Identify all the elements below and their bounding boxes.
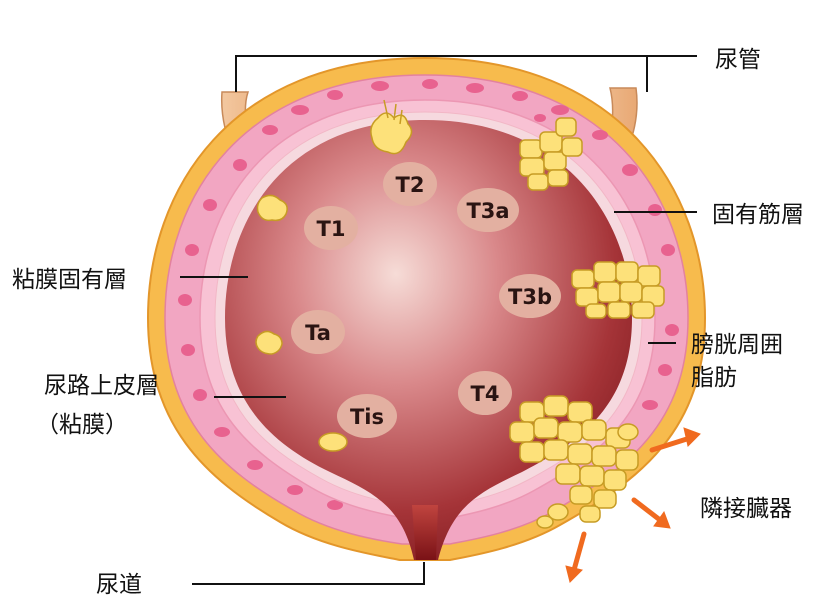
stage-badge-t1: T1: [304, 206, 358, 250]
label-perivesical-fat-line2: 脂肪: [691, 365, 737, 391]
tumor-t3b: [572, 262, 664, 318]
leader-urethra: [192, 562, 424, 584]
label-lamina-propria: 粘膜固有層: [12, 267, 127, 293]
label-urethra: 尿道: [96, 572, 142, 596]
label-urothelium-line2: （粘膜）: [36, 412, 128, 438]
invasion-arrow-down: [574, 534, 584, 570]
stage-label-t2: T2: [396, 173, 425, 197]
label-adjacent-organs: 隣接臓器: [700, 496, 792, 522]
stage-badge-t4: T4: [458, 371, 512, 415]
stage-badge-t3b: T3b: [499, 274, 561, 318]
stage-label-t4: T4: [471, 382, 500, 406]
stage-badge-ta: Ta: [291, 310, 345, 354]
invasion-arrow-lower-right: [634, 500, 660, 520]
stage-label-t3a: T3a: [466, 199, 509, 223]
tumor-tis: [319, 433, 347, 451]
stage-badge-t3a: T3a: [457, 188, 519, 232]
label-urothelium-line1: 尿路上皮層: [44, 373, 159, 399]
label-muscularis-propria: 固有筋層: [712, 202, 804, 228]
urethra-channel: [412, 505, 438, 560]
stage-label-t1: T1: [317, 217, 346, 241]
stage-badge-tis: Tis: [337, 394, 397, 438]
label-ureter: 尿管: [715, 47, 761, 73]
stage-label-t3b: T3b: [508, 285, 552, 309]
stage-label-tis: Tis: [350, 405, 384, 429]
label-perivesical-fat-line1: 膀胱周囲: [691, 332, 783, 358]
stage-label-ta: Ta: [305, 321, 331, 345]
stage-badge-t2: T2: [383, 162, 437, 206]
